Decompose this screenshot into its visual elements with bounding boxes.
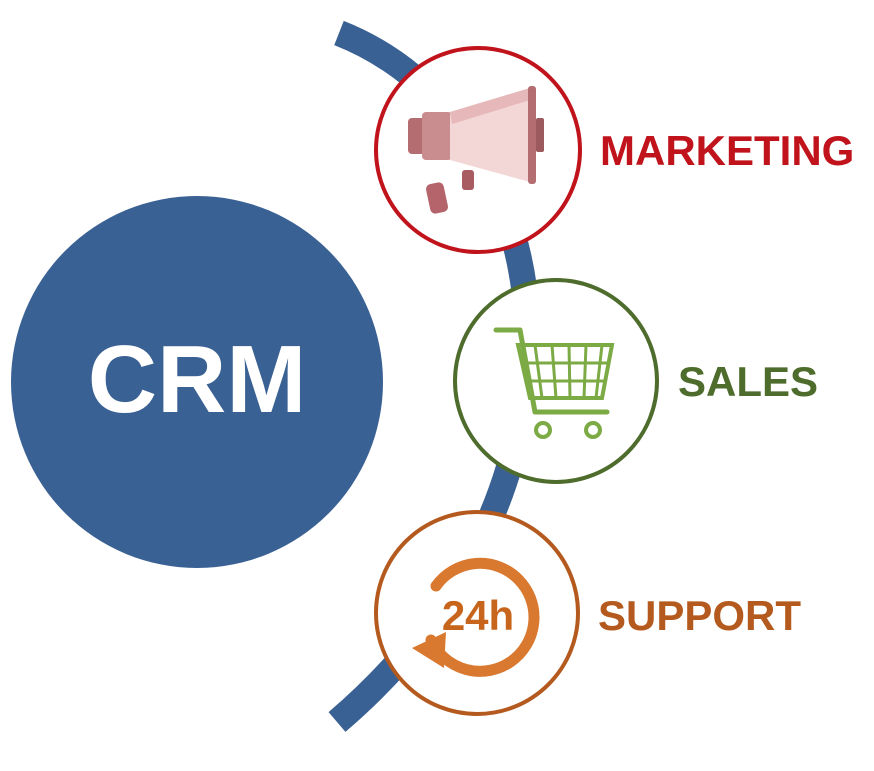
24h-support-icon: 24h <box>412 557 540 677</box>
24h-text: 24h <box>442 592 514 639</box>
crm-circle <box>11 196 383 568</box>
node-support: 24h SUPPORT <box>374 510 801 716</box>
shopping-cart-icon <box>493 327 615 439</box>
megaphone-icon <box>408 86 544 214</box>
crm-label: CRM <box>88 326 307 433</box>
sales-label: SALES <box>678 358 818 405</box>
node-marketing: MARKETING <box>374 46 854 254</box>
support-circle <box>374 510 580 716</box>
node-sales: SALES <box>453 278 818 484</box>
marketing-label: MARKETING <box>600 127 854 174</box>
support-label: SUPPORT <box>598 592 801 639</box>
